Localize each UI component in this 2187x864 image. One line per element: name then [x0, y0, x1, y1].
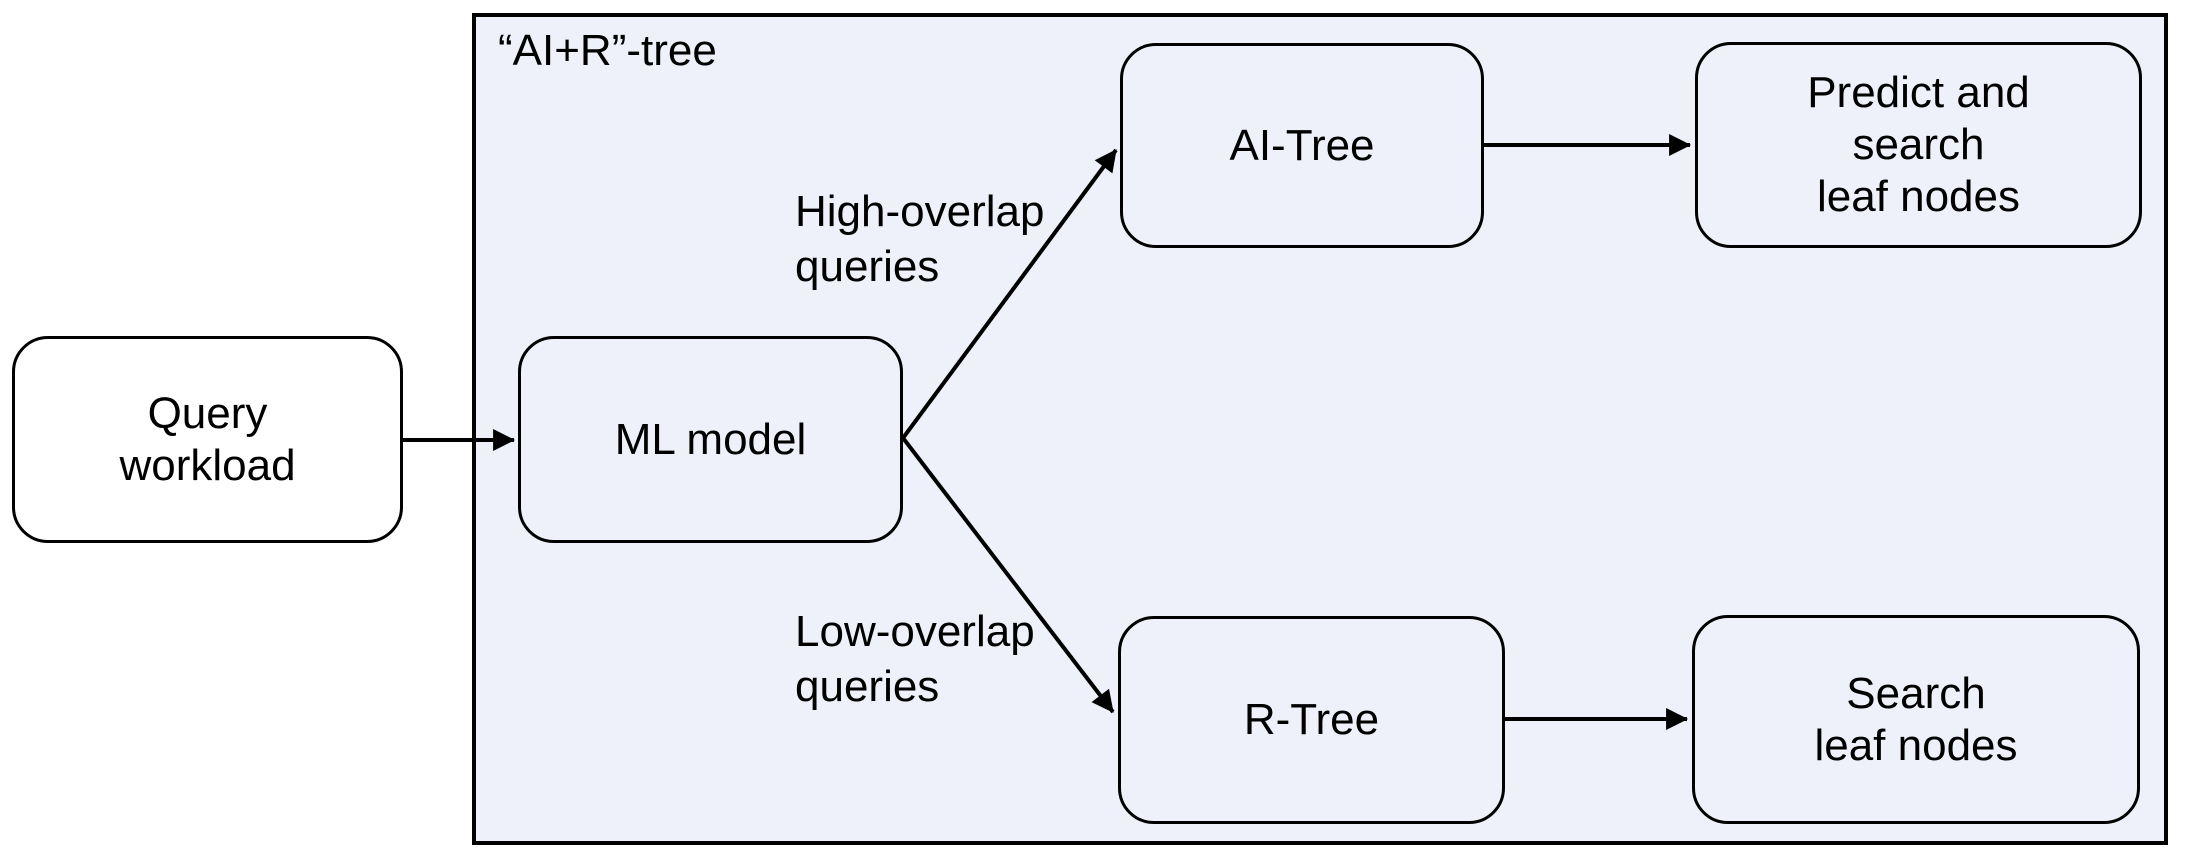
node-r-tree: R-Tree [1118, 616, 1505, 824]
edge-label-high-overlap-queries: High-overlap queries [795, 187, 1045, 291]
node-predict-search-leaf-nodes-label: Predict and search leaf nodes [1807, 68, 2030, 221]
node-search-leaf-nodes-label: Search leaf nodes [1814, 668, 2018, 770]
node-query-workload: Query workload [12, 336, 403, 543]
node-predict-search-leaf-nodes: Predict and search leaf nodes [1695, 42, 2142, 248]
node-ai-tree-label: AI-Tree [1229, 120, 1375, 170]
node-search-leaf-nodes: Search leaf nodes [1692, 615, 2140, 824]
node-ml-model: ML model [518, 336, 903, 543]
node-ml-model-label: ML model [614, 414, 807, 464]
node-r-tree-label: R-Tree [1243, 695, 1380, 744]
node-ai-tree: AI-Tree [1120, 43, 1484, 248]
edge-label-low-overlap-queries: Low-overlap queries [795, 607, 1035, 711]
airtree-group-label: “AI+R”-tree [498, 26, 717, 75]
node-query-workload-label: Query workload [119, 388, 296, 490]
